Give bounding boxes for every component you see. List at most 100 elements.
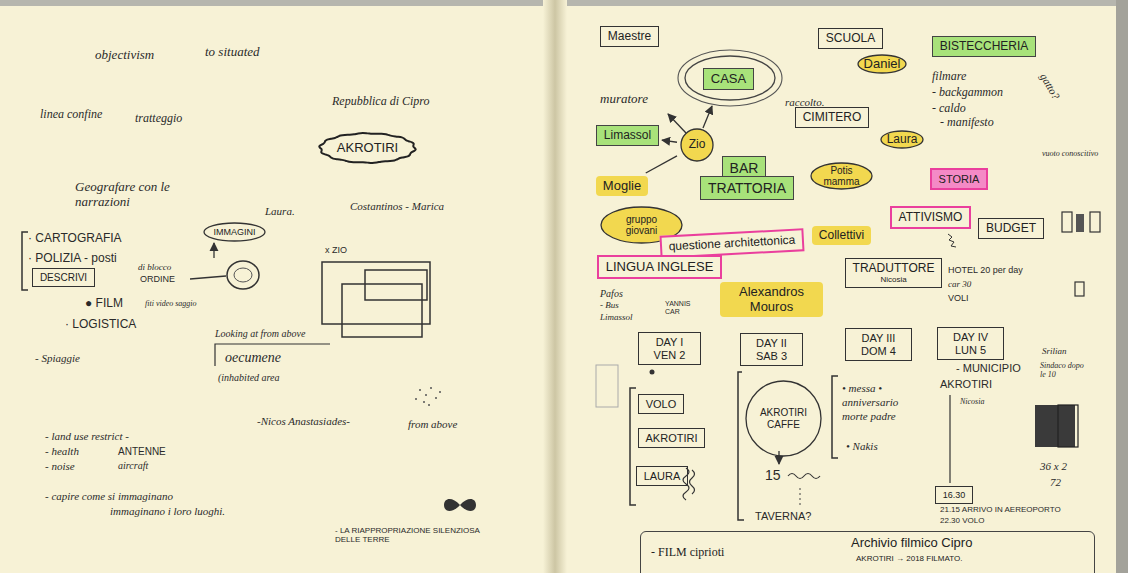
node-text: Daniel	[864, 57, 901, 72]
arrow-line	[703, 106, 712, 128]
note-text: • messa •	[842, 382, 882, 394]
note-text: from above	[408, 418, 457, 430]
node-text: BUDGET	[986, 222, 1036, 236]
note-text: -Nicos Anastasiades-	[257, 415, 350, 427]
boxed-word: DESCRIVI	[32, 268, 95, 287]
node-text: questione architettonica	[668, 233, 795, 253]
place-box: BISTECCHERIA	[932, 36, 1036, 57]
topic-box: SCUOLA	[818, 28, 883, 49]
note-text: - land use restrict -	[45, 430, 129, 442]
node-text: DAY III DOM 4	[853, 332, 905, 357]
arrow-line	[778, 451, 779, 464]
node-text: VOLO	[646, 398, 677, 411]
infinity-mark	[444, 499, 476, 511]
topic-box: CIMITERO	[795, 107, 869, 128]
note-text: 36 x 2	[1040, 460, 1067, 472]
note-text: ● FILM	[85, 297, 123, 310]
node-text: Archivio filmico Cipro	[851, 536, 972, 551]
node-text: DAY IV LUN 5	[945, 331, 997, 356]
note-text: anniversario	[842, 396, 898, 408]
circled-word: IMMAGINI	[203, 222, 266, 242]
note-text: 22.30 VOLO	[940, 517, 984, 526]
node-text: AKROTIRI	[337, 141, 398, 156]
note-text: Pafos	[600, 288, 623, 299]
note-text: vuoto conoscitivo	[1042, 150, 1102, 159]
node-text: ATTIVISMO	[899, 211, 963, 225]
node-text: Maestre	[608, 30, 651, 44]
node-text: IMMAGINI	[214, 227, 256, 237]
arrow-line	[213, 243, 214, 258]
note-text: · CARTOGRAFIA	[28, 232, 122, 245]
node-text: AKROTIRI	[646, 432, 698, 445]
node-text: Potis mamma	[817, 165, 867, 188]
note-text: · POLIZIA - posti	[28, 252, 117, 265]
dot	[650, 370, 655, 375]
note-text: VOLI	[948, 293, 969, 303]
leader-line	[190, 276, 226, 279]
note-text: - capire come si immaginano	[45, 490, 173, 502]
note-text: Geografare con le narrazioni	[75, 180, 215, 209]
node-text: AKROTIRI CAFFE	[754, 407, 814, 430]
node-text: CASA	[711, 72, 746, 87]
node-text: gruppo giovani	[615, 214, 669, 237]
dark-square	[1058, 405, 1078, 447]
small-icon	[1062, 212, 1072, 232]
scribble	[948, 234, 956, 247]
person-oval: Laura	[880, 130, 924, 149]
oval-outline	[204, 223, 265, 241]
node-text: AKROTIRI → 2018 FILMATO.	[856, 554, 962, 563]
eye-sketch	[234, 268, 252, 282]
note-text: oecumene	[225, 350, 281, 366]
small-icon	[1075, 282, 1084, 296]
place-box: TRATTORIA	[700, 176, 794, 200]
note-text: Repubblica di Cipro	[332, 95, 430, 108]
note-text: muratore	[600, 92, 648, 107]
note-text: TAVERNA?	[755, 510, 811, 522]
bracket	[832, 376, 838, 458]
place-box: Limassol	[596, 125, 659, 146]
role-box: TRADUTTORENicosia	[845, 258, 942, 288]
note-text: Laura.	[265, 205, 295, 217]
oval-outline	[811, 163, 872, 189]
page-edge	[1116, 0, 1128, 573]
node-text: BISTECCHERIA	[940, 40, 1029, 54]
dot	[435, 397, 437, 399]
oval-outline	[881, 131, 923, 148]
note-text: immaginano i loro luoghi.	[110, 505, 225, 517]
arrow-line	[668, 114, 686, 133]
note-text: ORDINE	[140, 274, 175, 284]
note-text: morte padre	[842, 410, 896, 422]
note-text: objectivism	[95, 48, 154, 63]
person-oval: Daniel	[857, 54, 907, 74]
person-highlight: Alexandros Mouros	[720, 282, 823, 317]
note-text: Srilian	[1042, 346, 1067, 356]
note-text: - caldo	[932, 102, 966, 115]
note-text: filmare	[932, 70, 966, 83]
group-highlight: Collettivi	[812, 226, 871, 245]
note-text: - MUNICIPIO	[956, 362, 1021, 374]
note-text: linea confine	[40, 108, 102, 121]
dot	[419, 389, 421, 391]
node-text: 16.30	[943, 490, 966, 500]
note-text: • Nakis	[846, 440, 878, 452]
scribble-circle	[685, 56, 775, 100]
note-text: HOTEL 20 per day	[948, 265, 1023, 275]
day-box: DAY I VEN 2	[638, 332, 701, 365]
bracket	[738, 372, 744, 520]
note-text: to situated	[205, 45, 260, 60]
eye-sketch	[227, 261, 259, 289]
dot	[430, 387, 432, 389]
overlap-rect	[365, 270, 427, 300]
node-text: Moglie	[603, 179, 641, 194]
note-text: - Bus	[600, 300, 619, 310]
theme-box: ATTIVISMO	[890, 206, 971, 229]
dot-scatter	[415, 387, 441, 406]
note-text: Looking at from above	[215, 328, 305, 339]
note-text: Nicosia	[960, 398, 984, 407]
note-text: x ZIO	[325, 245, 347, 255]
connector	[662, 140, 677, 142]
node-text: SCUOLA	[826, 32, 875, 46]
oval-outline	[746, 381, 821, 456]
overlap-rect	[342, 284, 422, 337]
